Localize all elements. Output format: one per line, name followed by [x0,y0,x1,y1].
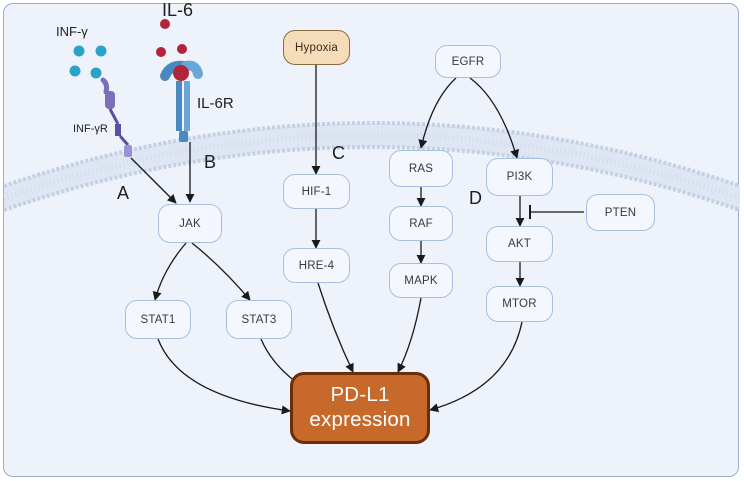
pathway-edges [130,65,584,415]
edge-stat1-to-pdl1 [157,338,291,415]
cell-membrane [3,121,741,212]
edge-jak-to-stat1 [152,242,187,301]
inf-gamma-receptor-icon [100,77,132,157]
il6-receptor-icon [160,60,203,142]
edge-egfr-to-pi3k [469,77,520,159]
label-pathway-d: D [469,188,482,208]
node-akt: AKT [486,226,553,262]
node-jak: JAK [158,204,222,243]
pdl1-line2: expression [309,408,411,431]
node-pi3k: PI3K [486,158,553,196]
node-stat3: STAT3 [226,300,292,339]
inf-gamma-ligands [69,45,107,79]
label-pathway-c: C [332,143,345,163]
edge-mapk-to-pdl1 [397,297,422,373]
node-stat1: STAT1 [125,300,191,339]
node-mapk: MAPK [389,263,453,298]
il6-ligands [156,19,187,57]
label-inf-gamma-receptor: INF-γR [73,123,108,135]
edge-jak-to-stat3 [191,242,251,301]
node-ras: RAS [389,150,453,187]
node-mtor: MTOR [486,286,553,322]
label-pathway-a: A [117,183,130,203]
node-hre4: HRE-4 [283,248,350,283]
node-pdl1-expression: PD-L1 expression [290,372,430,444]
label-inf-gamma: INF-γ [56,24,88,39]
node-hif1: HIF-1 [283,174,350,209]
edge-mtor-to-pdl1 [429,321,523,413]
node-raf: RAF [389,206,453,241]
edge-infgr-to-jak [130,157,177,204]
edge-hre4-to-pdl1 [317,282,354,373]
node-hypoxia: Hypoxia [283,30,350,65]
pdl1-line1: PD-L1 [330,383,390,407]
node-pten: PTEN [586,194,655,231]
node-egfr: EGFR [435,45,501,78]
label-il6-receptor: IL-6R [197,95,234,112]
edge-egfr-to-ras [418,77,457,149]
label-il6: IL-6 [162,0,194,20]
label-pathway-b: B [204,152,217,172]
